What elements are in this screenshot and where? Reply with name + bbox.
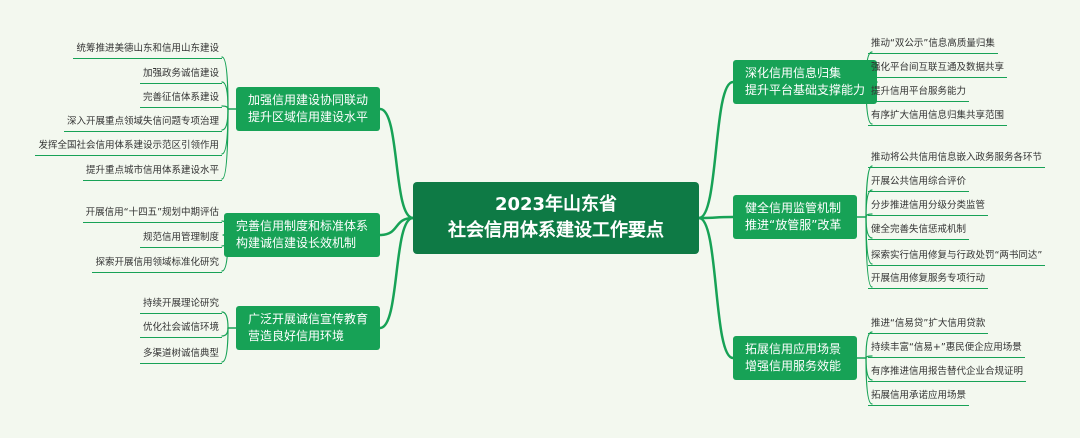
right-leaf-item[interactable]: 拓展信用承诺应用场景	[868, 390, 970, 406]
left-leaf-connector	[221, 327, 229, 363]
right-branch-connector-1	[697, 80, 735, 220]
right-leaf-item[interactable]: 开展公共信用综合评价	[868, 176, 970, 192]
central-topic[interactable]: 2023年山东省 社会信用体系建设工作要点	[413, 182, 699, 254]
left-branch-1-line1: 加强信用建设协同联动	[248, 93, 369, 107]
left-leaf-item[interactable]: 开展信用“十四五”规划中期评估	[82, 207, 222, 223]
right-leaf-item[interactable]: 提升信用平台服务能力	[868, 86, 970, 102]
left-leaf-connector	[221, 311, 229, 329]
left-branch-connector-3	[378, 216, 415, 330]
right-leaf-item[interactable]: 持续丰富“信易+”惠民便企应用场景	[868, 342, 1025, 358]
left-branch-2-line1: 完善信用制度和标准体系	[236, 219, 369, 233]
left-leaf-connector	[221, 105, 229, 110]
left-leaf-item[interactable]: 持续开展理论研究	[139, 298, 222, 314]
right-leaf-item[interactable]: 推动将公共信用信息嵌入政务服务各环节	[868, 152, 1046, 168]
right-branch-2[interactable]: 健全信用监管机制推进“放管服”改革	[733, 195, 857, 239]
left-branch-2-line2: 构建诚信建设长效机制	[236, 236, 357, 250]
right-branch-connector-3	[697, 216, 735, 360]
right-leaf-connector	[865, 216, 873, 288]
right-branch-1[interactable]: 深化信用信息归集提升平台基础支撑能力	[733, 60, 877, 104]
left-leaf-item[interactable]: 探索开展信用领域标准化研究	[92, 257, 222, 273]
right-branch-2-line1: 健全信用监管机制	[745, 201, 842, 215]
right-leaf-connector	[865, 357, 873, 405]
left-branch-3-line2: 营造良好信用环境	[248, 329, 345, 343]
central-topic-line1: 2023年山东省	[494, 194, 618, 215]
right-leaf-item[interactable]: 健全完善失信惩戒机制	[868, 224, 970, 240]
left-leaf-item[interactable]: 发挥全国社会信用体系建设示范区引领作用	[35, 140, 222, 156]
left-branch-2[interactable]: 完善信用制度和标准体系构建诚信建设长效机制	[224, 213, 380, 257]
left-leaf-item[interactable]: 提升重点城市信用体系建设水平	[82, 165, 222, 181]
right-leaf-item[interactable]: 强化平台间互联互通及数据共享	[868, 62, 1008, 78]
right-leaf-item[interactable]: 有序推进信用报告替代企业合规证明	[868, 366, 1027, 382]
left-leaf-item[interactable]: 优化社会诚信环境	[139, 322, 222, 338]
right-leaf-item[interactable]: 探索实行信用修复与行政处罚“两书同达”	[868, 250, 1046, 266]
left-leaf-item[interactable]: 多渠道树诚信典型	[139, 348, 222, 364]
right-branch-connector-2	[697, 215, 735, 220]
left-leaf-item[interactable]: 深入开展重点领域失信问题专项治理	[63, 116, 222, 132]
right-branch-3[interactable]: 拓展信用应用场景增强信用服务效能	[733, 336, 857, 380]
left-branch-connector-1	[378, 107, 415, 220]
left-leaf-connector	[221, 108, 229, 180]
left-branch-3-line1: 广泛开展诚信宣传教育	[248, 312, 369, 326]
right-leaf-item[interactable]: 有序扩大信用信息归集共享范围	[868, 110, 1008, 126]
right-branch-1-line1: 深化信用信息归集	[745, 66, 842, 80]
right-branch-1-line2: 提升平台基础支撑能力	[745, 83, 866, 97]
central-topic-line2: 社会信用体系建设工作要点	[448, 220, 664, 241]
right-branch-3-line1: 拓展信用应用场景	[745, 342, 842, 356]
left-branch-3[interactable]: 广泛开展诚信宣传教育营造良好信用环境	[236, 306, 380, 350]
right-leaf-item[interactable]: 分步推进信用分级分类监管	[868, 200, 989, 216]
left-leaf-item[interactable]: 规范信用管理制度	[139, 232, 222, 248]
left-leaf-connector	[221, 327, 229, 337]
right-leaf-connector	[865, 331, 873, 359]
right-leaf-item[interactable]: 推进“信易贷”扩大信用贷款	[868, 318, 989, 334]
left-leaf-item[interactable]: 加强政务诚信建设	[139, 68, 222, 84]
right-branch-3-line2: 增强信用服务效能	[745, 359, 842, 373]
right-branch-2-line2: 推进“放管服”改革	[745, 218, 842, 232]
left-leaf-connector	[221, 108, 229, 131]
left-leaf-item[interactable]: 完善征信体系建设	[139, 92, 222, 108]
right-leaf-item[interactable]: 开展信用修复服务专项行动	[868, 273, 989, 289]
left-leaf-item[interactable]: 统筹推进美德山东和信用山东建设	[73, 43, 222, 59]
left-branch-1-line2: 提升区域信用建设水平	[248, 110, 369, 124]
left-branch-1[interactable]: 加强信用建设协同联动提升区域信用建设水平	[236, 87, 380, 131]
right-leaf-item[interactable]: 推动“双公示”信息高质量归集	[868, 38, 998, 54]
left-leaf-connector	[221, 56, 229, 110]
